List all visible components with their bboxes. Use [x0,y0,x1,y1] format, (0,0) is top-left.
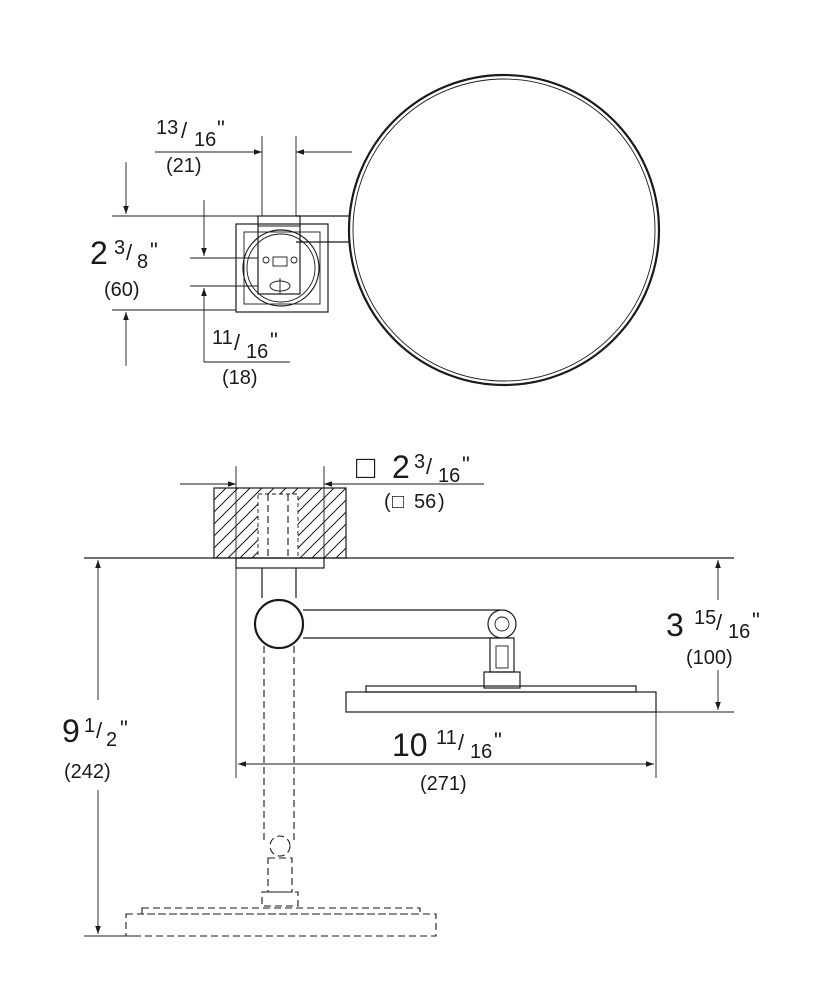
hatch-line [213,487,251,525]
square-symbol: □ [392,491,404,513]
inch-mark: " [150,238,158,263]
hatch-line [311,523,347,559]
slash: / [716,610,723,635]
hatch-line [335,547,347,559]
slash: / [426,454,433,479]
inch-mark: " [752,608,760,633]
reach-whole: 10 [392,727,428,763]
paren-open: ( [384,491,391,513]
slash: / [458,730,465,755]
square-symbol: □ [356,449,376,485]
wall-plate [235,223,329,313]
mirror-depth-num: 15 [694,607,716,629]
inch-mark: " [270,328,278,353]
slash: / [126,240,133,265]
plate-offset-den: 16 [246,341,268,363]
side-view: □ 2 3 / 16 " ( □ 56 ) 3 15 / 16 " (100) … [62,449,760,937]
hatch-line [213,487,263,537]
plate-offset-mm: (18) [222,367,258,389]
reach-mm: (271) [420,773,467,795]
mirror-depth-mm: (100) [686,647,733,669]
height-whole: 9 [62,713,80,749]
hatch-line [299,511,347,559]
plate-height-whole: 2 [90,235,108,271]
reach-den: 16 [470,741,492,763]
height-den: 2 [106,729,117,751]
arm-width-num: 13 [156,117,178,139]
top-view: 13 / 16 " (21) 2 3 / 8 " (60) 11 / 16 " … [90,73,661,389]
plate-height-den: 8 [137,251,148,273]
base-square-mm: 56 [414,491,436,513]
plate-height-mm: (60) [104,279,140,301]
reach-num: 11 [436,727,457,749]
arm-width-mm: (21) [166,155,202,177]
mirror-circle [347,73,661,387]
inch-mark: " [494,728,502,753]
inch-mark: " [462,452,470,477]
inch-mark: " [217,116,225,141]
hatch-line [213,487,239,513]
base-square-whole: 2 [392,449,410,485]
hatch-line [213,487,227,501]
ball-joint [253,598,305,650]
slash: / [181,118,188,143]
hatch-line [323,535,347,559]
slash: / [234,330,241,355]
arm-width-den: 16 [194,129,216,151]
base-square-den: 16 [438,465,460,487]
paren-close: ) [438,491,445,513]
mirror-depth-den: 16 [728,621,750,643]
plate-offset-num: 11 [212,327,233,349]
height-mm: (242) [64,761,111,783]
mirror-depth-whole: 3 [666,607,684,643]
inch-mark: " [120,716,128,741]
plate-height-num: 3 [114,237,125,259]
base-square-num: 3 [414,451,425,473]
slash: / [96,718,103,743]
height-num: 1 [84,715,95,737]
